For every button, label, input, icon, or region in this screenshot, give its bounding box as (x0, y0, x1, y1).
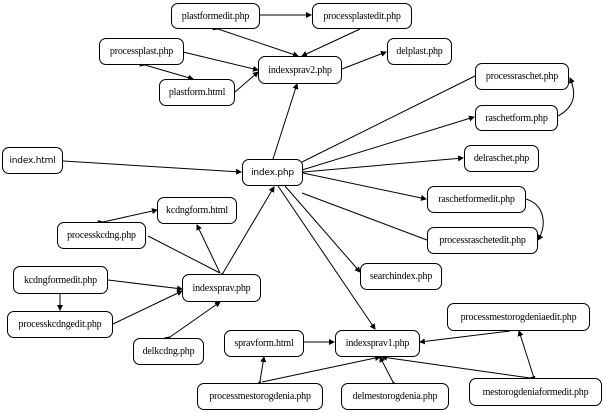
edge (379, 356, 398, 388)
edge (336, 51, 387, 74)
node-processplast[interactable]: processplast.php (99, 38, 184, 65)
edge (97, 208, 158, 227)
node-processkcdng[interactable]: processkcdng.php (57, 222, 146, 249)
edge (301, 115, 475, 171)
edge (277, 185, 376, 330)
node-delmestorogdenia[interactable]: delmestorogdenia.php (341, 383, 449, 410)
node-processplastedit[interactable]: processplastedit.php (312, 3, 412, 29)
node-processkcdngedit[interactable]: processkcdngedit.php (7, 311, 113, 338)
edge (182, 51, 259, 72)
node-mestorogdeniaformedit[interactable]: mestorogdeniaformedit.php (469, 378, 602, 406)
node-kcdngformedit[interactable]: kcdngformedit.php (13, 266, 108, 294)
edge (284, 185, 361, 273)
edge (256, 356, 267, 387)
node-plastformedit[interactable]: plastformedit.php (171, 3, 260, 29)
edge (261, 355, 381, 383)
edge (229, 71, 259, 98)
node-processmestorogdenia[interactable]: processmestorogdenia.php (197, 383, 323, 410)
node-processraschet[interactable]: processraschet.php (475, 63, 569, 90)
edge (419, 330, 511, 345)
node-delraschet[interactable]: delraschet.php (464, 145, 539, 172)
edge (212, 24, 299, 58)
node-processmestorogdeniaedit[interactable]: processmestorogdeniaedit.php (447, 303, 590, 331)
node-raschetform[interactable]: raschetform.php (475, 105, 558, 131)
edge (297, 155, 464, 176)
edge (517, 330, 535, 379)
edge (268, 83, 299, 165)
node-spravform[interactable]: spravform.html (224, 330, 304, 357)
node-delplast[interactable]: delplast.php (387, 38, 452, 65)
node-plastform[interactable]: plastform.html (159, 79, 235, 106)
node-index-php[interactable]: index.php (242, 159, 303, 186)
node-delkcdng[interactable]: delkcdng.php (133, 338, 204, 365)
edge (164, 301, 221, 343)
edge (525, 198, 544, 241)
edge (301, 28, 361, 57)
edge (139, 60, 194, 81)
node-indexsprav2[interactable]: indexsprav2.php (258, 56, 342, 84)
node-raschetformedit[interactable]: raschetformedit.php (427, 186, 526, 213)
node-indexsprav1[interactable]: indexsprav1.php (335, 330, 420, 357)
edge (381, 354, 536, 382)
edge (57, 157, 242, 175)
node-index-html[interactable]: index.html (2, 147, 63, 174)
edge (147, 235, 221, 274)
edge (301, 75, 476, 163)
node-searchindex[interactable]: searchindex.php (360, 263, 442, 290)
edge (557, 77, 575, 117)
edge (217, 186, 275, 279)
node-kcdngform[interactable]: kcdngform.html (157, 197, 237, 224)
edge (301, 192, 428, 241)
edge (302, 172, 427, 201)
edge (102, 276, 183, 292)
node-indexsprav[interactable]: indexsprav.php (182, 274, 261, 302)
edge (196, 224, 221, 274)
edge (112, 290, 183, 325)
node-processraschetedit[interactable]: processraschetedit.php (427, 227, 538, 254)
